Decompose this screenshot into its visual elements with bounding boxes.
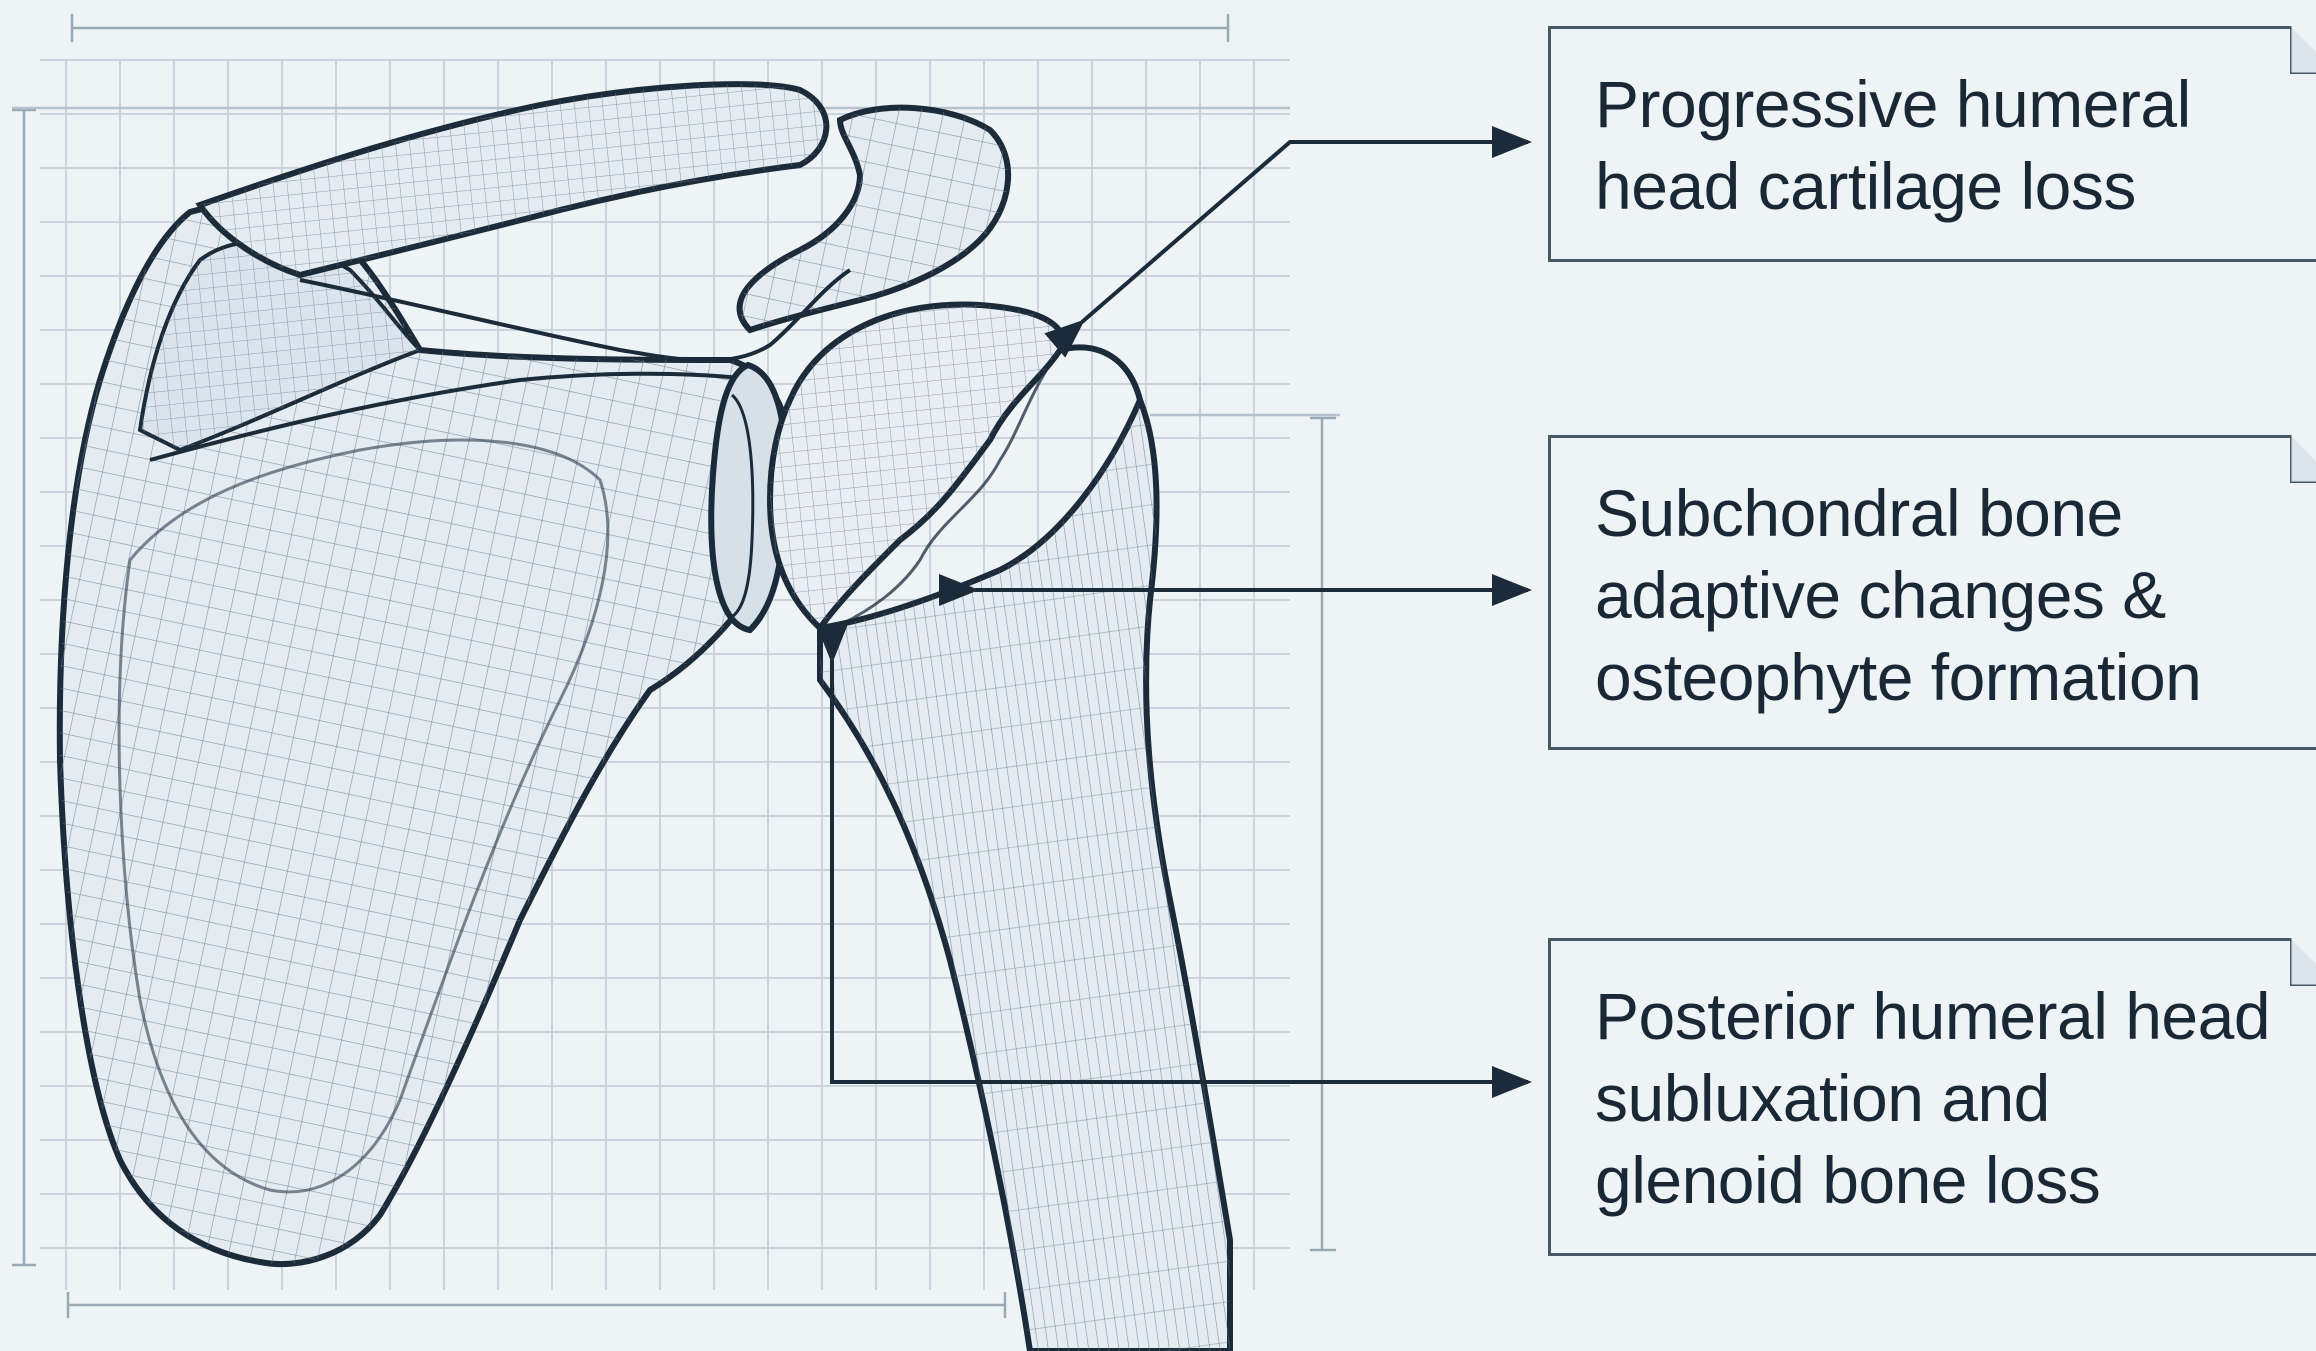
- callout-text: Progressive humeral head cartilage loss: [1595, 63, 2305, 227]
- callout-text: Subchondral bone adaptive changes & oste…: [1595, 472, 2305, 718]
- callout-text: Posterior humeral head subluxation and g…: [1595, 975, 2305, 1221]
- scapula: [60, 207, 793, 1264]
- folded-corner-icon: [2290, 435, 2316, 483]
- folded-corner-icon: [2290, 26, 2316, 74]
- callout-cartilage-loss: Progressive humeral head cartilage loss: [1548, 26, 2316, 262]
- callout-subchondral-changes: Subchondral bone adaptive changes & oste…: [1548, 435, 2316, 750]
- folded-corner-icon: [2290, 938, 2316, 986]
- callout-posterior-subluxation: Posterior humeral head subluxation and g…: [1548, 938, 2316, 1256]
